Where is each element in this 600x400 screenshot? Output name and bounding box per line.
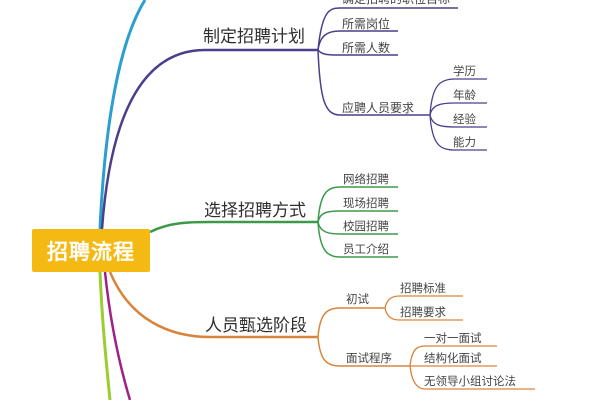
node-campus-recruitment[interactable]: 校园招聘 [343, 218, 389, 234]
node-label: 年龄 [453, 88, 476, 102]
node-online-recruitment[interactable]: 网络招聘 [343, 171, 389, 187]
node-leaderless-group-discussion[interactable]: 无领导小组讨论法 [424, 373, 516, 389]
node-ability[interactable]: 能力 [453, 134, 476, 150]
node-label: 面试程序 [346, 351, 392, 365]
root-node[interactable]: 招聘流程 [32, 229, 150, 272]
node-education[interactable]: 学历 [453, 63, 476, 79]
branch-recruitment-method[interactable]: 选择招聘方式 [204, 196, 306, 221]
node-label: 学历 [453, 64, 476, 78]
node-recruitment-requirements[interactable]: 招聘要求 [400, 304, 446, 320]
node-label: 现场招聘 [343, 196, 389, 210]
node-label: 结构化面试 [424, 351, 482, 365]
node-one-on-one-interview[interactable]: 一对一面试 [424, 330, 482, 346]
node-label: 招聘要求 [400, 305, 446, 319]
node-label: 初试 [346, 292, 369, 306]
node-label: 所需岗位 [342, 17, 391, 31]
node-preliminary-test[interactable]: 初试 [346, 291, 369, 307]
node-age[interactable]: 年龄 [453, 87, 476, 103]
node-applicant-requirements[interactable]: 应聘人员要求 [342, 99, 414, 116]
node-label: 应聘人员要求 [342, 101, 415, 115]
node-structured-interview[interactable]: 结构化面试 [424, 350, 482, 366]
node-label: 招聘标准 [400, 281, 446, 295]
node-recruitment-standard[interactable]: 招聘标准 [400, 280, 446, 296]
node-onsite-recruitment[interactable]: 现场招聘 [343, 195, 389, 211]
node-label: 员工介绍 [343, 242, 389, 256]
branch-label: 制定招聘计划 [203, 27, 305, 47]
branch-label: 选择招聘方式 [204, 201, 306, 221]
node-label: 无领导小组讨论法 [424, 374, 516, 388]
root-label: 招聘流程 [47, 239, 135, 264]
node-label: 所需人数 [342, 41, 391, 55]
node-label: 能力 [453, 135, 476, 149]
node-required-positions[interactable]: 所需岗位 [342, 15, 390, 32]
node-required-headcount[interactable]: 所需人数 [342, 39, 390, 56]
branch-recruitment-plan[interactable]: 制定招聘计划 [203, 22, 305, 47]
node-label: 确定招聘的职位目标 [342, 0, 450, 6]
node-label: 网络招聘 [343, 172, 389, 186]
node-label: 校园招聘 [343, 219, 389, 233]
branch-label: 人员甄选阶段 [205, 316, 307, 336]
node-employee-referral[interactable]: 员工介绍 [343, 241, 389, 257]
node-experience[interactable]: 经验 [453, 111, 476, 127]
node-interview-process[interactable]: 面试程序 [346, 350, 392, 366]
branch-candidate-screening[interactable]: 人员甄选阶段 [205, 311, 307, 336]
node-label: 一对一面试 [424, 331, 482, 345]
node-job-target[interactable]: 确定招聘的职位目标 [342, 0, 450, 7]
node-label: 经验 [453, 112, 476, 126]
